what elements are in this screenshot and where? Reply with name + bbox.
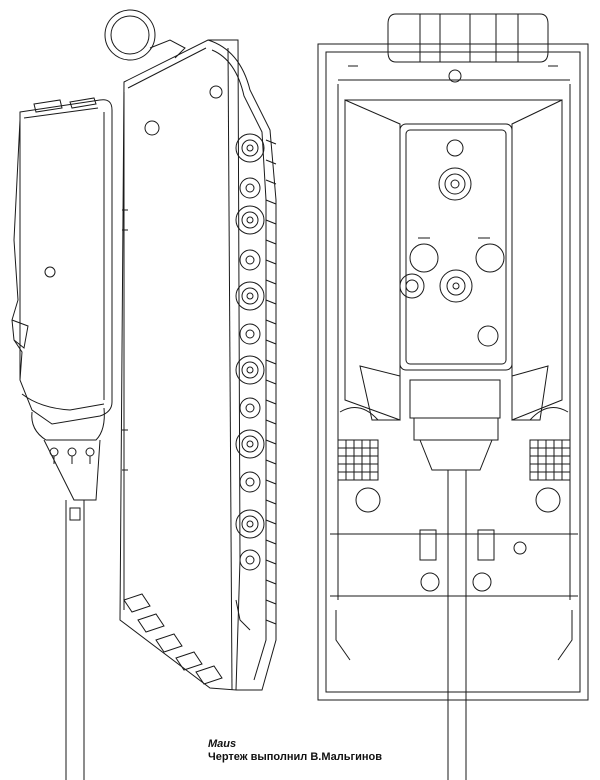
top-view-hull	[105, 10, 276, 690]
top-view-engine-deck	[318, 14, 588, 780]
drawing-caption: Maus Чертеж выполнил В.Мальгинов	[208, 738, 382, 764]
side-view-turret	[12, 98, 112, 780]
caption-title: Maus	[208, 738, 237, 750]
caption-credit: Чертеж выполнил В.Мальгинов	[208, 751, 382, 763]
